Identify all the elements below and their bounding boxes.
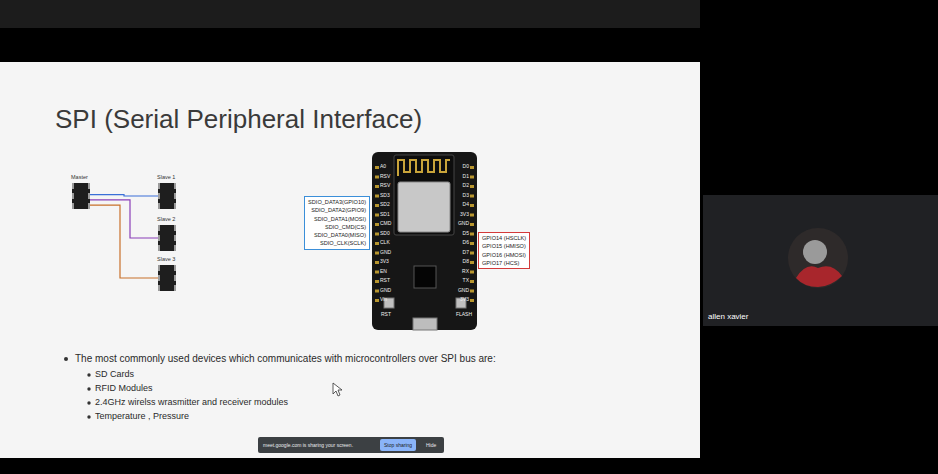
mouse-cursor: [333, 383, 342, 396]
bullet: [87, 415, 90, 418]
ic-chip: Slave 2: [158, 225, 176, 251]
slide-title: SPI (Serial Peripheral Interface): [55, 104, 422, 135]
button-text: Stop sharing: [384, 442, 412, 448]
pin-label: D8: [463, 258, 469, 264]
pin-name: SDIO_CLK(SCLK): [308, 239, 366, 247]
avatar-detail: [803, 240, 827, 264]
pin-label: EN: [380, 268, 387, 274]
pin-name: GPIO16 (HMOSI): [482, 251, 526, 259]
pin-label: A0: [380, 163, 386, 169]
pin-label: D0: [463, 163, 469, 169]
pin-callout-box: GPIO14 (HSCLK)GPIO15 (HMISO)GPIO16 (HMOS…: [478, 232, 530, 269]
ic-chip: Slave 3: [158, 265, 176, 291]
avatar: [788, 228, 848, 288]
pin-name: SDIO_DATA1(MOSI): [308, 215, 366, 223]
pin-label: SD3: [380, 192, 390, 198]
bullet: [87, 387, 90, 390]
bullet: [87, 373, 90, 376]
pin-name: GPIO15 (HMISO): [482, 242, 526, 250]
board: [372, 152, 477, 330]
pin-label: D5: [463, 230, 469, 236]
bullet-text: RFID Modules: [95, 383, 153, 393]
pin-name: GPIO17 (HCS): [482, 259, 526, 267]
pin-label: RST: [380, 277, 390, 283]
ic-chip: [414, 266, 436, 288]
top-bar: [0, 0, 700, 28]
chip-label: Slave 3: [157, 256, 175, 262]
pin-label: GND: [458, 220, 469, 226]
pin-label: TX: [463, 277, 469, 283]
pin-label: SD0: [380, 230, 390, 236]
nodemcu-board: A0RSVRSVSD3SD2SD1CMDSD0CLKGND3V3ENRSTGND…: [372, 152, 477, 330]
pin-label: RSV: [380, 173, 390, 179]
pin-label: RSV: [380, 182, 390, 188]
pin-label: CLK: [380, 239, 390, 245]
ic-chip: Slave 1: [158, 183, 176, 209]
avatar-detail: [796, 266, 842, 287]
stop-button: Stop sharing: [380, 439, 416, 451]
pin-label: GND: [458, 287, 469, 293]
ic-chip: Master: [72, 183, 90, 209]
participant-tile: [703, 195, 938, 326]
pin-label: 3V3: [380, 258, 389, 264]
pin-label: RST: [381, 311, 391, 317]
pin-label: GND: [380, 249, 391, 255]
pin-label: D4: [463, 201, 469, 207]
pin-name: GPIO14 (HSCLK): [482, 234, 526, 242]
bullet-text: SD Cards: [95, 369, 134, 379]
share-notice: meet.google.com is sharing your screen.: [263, 442, 353, 448]
pin-name: SDIO_CMD(CS): [308, 223, 366, 231]
chip-label: Master: [71, 174, 88, 180]
usb-port: [413, 318, 437, 330]
participant-name: allen xavier: [708, 312, 748, 322]
hide-link: Hide: [426, 442, 436, 448]
bus-wire: [90, 195, 158, 196]
pin-label: 3V3: [460, 296, 469, 302]
wifi-module: [394, 155, 454, 235]
pin-callout-box: SDIO_DATA3(GPIO10)SDIO_DATA2(GPIO9)SDIO_…: [304, 196, 370, 250]
bullet-text: The most commonly used devices which com…: [75, 353, 496, 364]
pin-row: [375, 166, 379, 304]
bullet-text: 2.4GHz wirelss wrasmitter and receiver m…: [95, 397, 288, 407]
pin-label: D7: [463, 249, 469, 255]
share-bar: meet.google.com is sharing your screen. H…: [258, 437, 444, 453]
bullet: [64, 357, 68, 361]
module-shield: [398, 182, 450, 232]
bullet: [87, 401, 90, 404]
pin-label: D2: [463, 182, 469, 188]
chip-label: Slave 1: [157, 174, 175, 180]
pin-label: GND: [380, 287, 391, 293]
pin-label: D6: [463, 239, 469, 245]
pin-label: 3V3: [460, 211, 469, 217]
pin-label: D3: [463, 192, 469, 198]
pin-name: SDIO_DATA3(GPIO10): [308, 198, 366, 206]
participant-tile: allen xavier: [703, 195, 938, 326]
pin-label: RX: [462, 268, 469, 274]
bus-wire: [90, 205, 158, 278]
pin-label: CMD: [380, 220, 391, 226]
pin-name: SDIO_DATA0(MISO): [308, 231, 366, 239]
pin-name: SDIO_DATA2(GPIO9): [308, 206, 366, 214]
pin-label: D1: [463, 173, 469, 179]
antenna: [398, 160, 450, 176]
pin-row: [470, 166, 474, 304]
pin-label: FLASH: [456, 311, 472, 317]
bullet-text: Temperature , Pressure: [95, 411, 189, 421]
slide: [0, 62, 700, 458]
pin-label: SD1: [380, 211, 390, 217]
pin-label: SD2: [380, 201, 390, 207]
chip-label: Slave 2: [157, 216, 175, 222]
pin-label: Vin: [380, 296, 387, 302]
